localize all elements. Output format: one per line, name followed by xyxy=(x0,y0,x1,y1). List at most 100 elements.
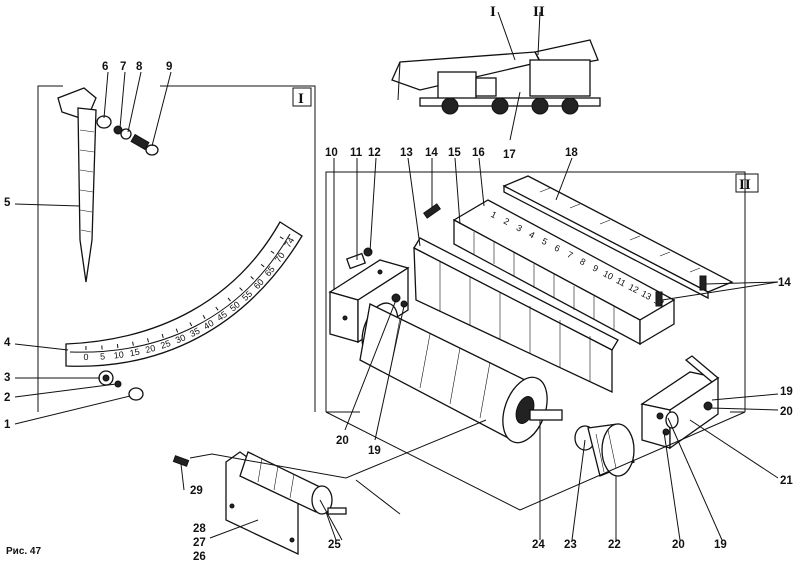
scale-mark: 70 xyxy=(273,250,287,264)
scale-mark: 35 xyxy=(188,326,201,339)
part-label-19-left: 19 xyxy=(368,445,381,457)
part-label-14-top: 14 xyxy=(425,147,438,159)
part-label-27: 27 xyxy=(193,537,206,549)
view-I-frame-left xyxy=(37,85,63,412)
figure-caption: Рис. 47 xyxy=(6,546,41,557)
plate-mark: 12 xyxy=(627,282,641,296)
scale-mark: 65 xyxy=(263,264,277,278)
scale-tick xyxy=(279,236,284,240)
scale-arc xyxy=(65,221,303,367)
view-II-badge xyxy=(735,173,759,193)
roller-24 xyxy=(359,293,563,444)
view-II-frame xyxy=(325,171,746,412)
plate-mark: 5 xyxy=(540,236,549,247)
crane-callout-II: II xyxy=(533,4,545,20)
scale-mark: 50 xyxy=(228,299,242,313)
scale-block-15 xyxy=(452,199,676,346)
part-label-8: 8 xyxy=(136,61,143,73)
part-label-24: 24 xyxy=(532,539,545,551)
scale-mark: 60 xyxy=(252,277,266,291)
plate-13 xyxy=(413,237,619,394)
part-label-13: 13 xyxy=(400,147,413,159)
plate-mark: 11 xyxy=(614,275,627,288)
part-label-28: 28 xyxy=(193,523,206,535)
screw-29 xyxy=(172,455,190,467)
part-label-25: 25 xyxy=(328,539,341,551)
pointer-part xyxy=(57,87,97,283)
part-label-19-bottom: 19 xyxy=(714,539,727,551)
scale-tick xyxy=(202,314,206,319)
scale-tick xyxy=(227,297,231,302)
plate-mark: 9 xyxy=(591,263,600,274)
part-label-29: 29 xyxy=(190,485,203,497)
view-I-frame-right xyxy=(160,85,316,412)
part-label-23: 23 xyxy=(564,539,577,551)
plate-mark: 8 xyxy=(578,256,587,267)
part-label-12: 12 xyxy=(368,147,381,159)
part-label-9: 9 xyxy=(166,61,172,73)
part-label-20-right: 20 xyxy=(780,406,793,418)
scale-mark: 45 xyxy=(215,309,229,323)
part-label-21: 21 xyxy=(780,475,793,487)
plate-mark: 1 xyxy=(489,209,498,220)
part-label-19-right: 19 xyxy=(780,386,793,398)
scale-mark: 74 xyxy=(283,236,297,250)
scale-tick xyxy=(260,264,265,268)
screw-14 xyxy=(423,203,441,219)
scale-tick xyxy=(161,333,164,338)
scale-mark: 10 xyxy=(113,349,124,360)
part-label-14-right: 14 xyxy=(778,277,791,289)
part-label-6: 6 xyxy=(102,61,108,73)
plate-mark: 6 xyxy=(553,243,562,254)
part-label-15: 15 xyxy=(448,147,461,159)
part-label-10: 10 xyxy=(325,147,338,159)
scale-mark: 40 xyxy=(202,318,216,332)
scale-tick xyxy=(175,328,179,333)
crane-illustration xyxy=(391,11,601,141)
scale-tick xyxy=(270,250,275,254)
roller-25 xyxy=(239,451,347,515)
scale-mark: 0 xyxy=(83,352,88,362)
part-label-20-left: 20 xyxy=(336,435,349,447)
part-label-22: 22 xyxy=(608,539,621,551)
plate-mark: 10 xyxy=(601,268,615,282)
part-label-26: 26 xyxy=(193,551,206,563)
scale-mark: 25 xyxy=(159,338,172,351)
scale-tick xyxy=(239,287,243,291)
plate-mark: 3 xyxy=(515,223,524,234)
scale-mark: 20 xyxy=(144,343,156,355)
part-label-7: 7 xyxy=(120,61,126,73)
part-label-2: 2 xyxy=(4,392,10,404)
scale-tick xyxy=(147,338,149,343)
scale-mark: 30 xyxy=(174,332,187,345)
view-I-label: I xyxy=(298,91,304,107)
part-label-20-bottom: 20 xyxy=(672,539,685,551)
view-I-badge xyxy=(292,87,312,107)
part-label-11: 11 xyxy=(350,147,363,159)
part-label-16: 16 xyxy=(472,147,485,159)
scale-tick xyxy=(250,276,254,280)
view-I-leaders xyxy=(14,71,172,425)
scale-tick xyxy=(132,341,134,346)
plate-mark: 13 xyxy=(640,288,654,302)
scale-tick xyxy=(215,306,219,311)
view-II-label: II xyxy=(739,177,751,193)
part-label-4: 4 xyxy=(4,337,11,349)
scale-mark: 15 xyxy=(129,347,141,359)
assembly-lines xyxy=(189,411,746,541)
plate-mark: 2 xyxy=(502,216,511,227)
right-bracket-21 xyxy=(640,355,720,450)
scale-tick xyxy=(189,322,193,327)
crane-callout-I: I xyxy=(490,4,496,20)
fasteners-6-9 xyxy=(96,115,159,156)
part-label-5: 5 xyxy=(4,197,11,209)
view-II-leaders xyxy=(180,157,779,541)
cover-18 xyxy=(502,175,734,307)
scale-mark: 5 xyxy=(100,351,106,361)
housing-22-23 xyxy=(574,423,635,477)
part-label-1: 1 xyxy=(4,419,11,431)
scale-tick xyxy=(116,344,119,349)
